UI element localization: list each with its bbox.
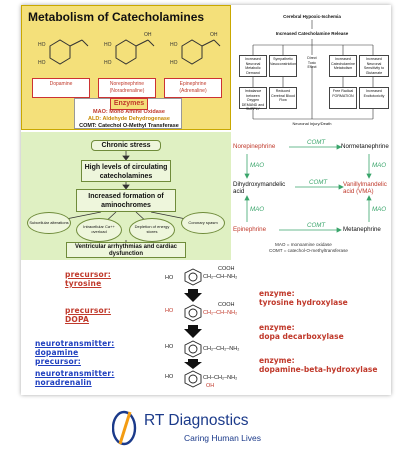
flowchart-connectors xyxy=(252,20,374,120)
pathway-footnote-1: MAO = monoamine oxidase xyxy=(275,242,332,247)
benzene-rings-icon xyxy=(184,268,202,388)
epinephrine-structure-icon: OH HO HO xyxy=(170,32,221,66)
stress-ellipse-1: Subcellular alterations xyxy=(27,212,71,234)
nt-noradrenalin-label: neurotransmitter: xyxy=(35,369,115,378)
enzyme2: dopa decarboxylase xyxy=(259,332,344,341)
nt-dopamine-precursor: precursor: xyxy=(35,357,81,366)
chem4: CH–CH₂–NH₂ xyxy=(203,375,238,381)
hypoxia-row3-1: Sympathetic Vasoconstriction xyxy=(269,55,297,77)
hypoxia-row3-0: Increased Neuronal Metabolic Demand xyxy=(239,55,267,77)
svg-text:HO: HO xyxy=(38,42,46,48)
stress-third: Increased formation of aminochromes xyxy=(76,189,176,212)
pathway-mao-4: MAO xyxy=(372,206,387,213)
stress-ellipse-2: Intracellular Ca++ overload xyxy=(76,218,122,242)
pathway-mao-3: MAO xyxy=(250,206,265,213)
synthesis-panel: precursor: tyrosine precursor: DOPA neur… xyxy=(21,262,391,395)
enzyme-mao: MAO: Mono Amine Oxidase xyxy=(93,109,165,115)
rt-diagnostics-logo-icon xyxy=(112,410,137,446)
chem-ho-2: HO xyxy=(165,308,174,314)
enzyme-ald: ALD: Aldehyde Dehydrogenase xyxy=(87,116,170,122)
chem2: CH₂–CH–NH₂ xyxy=(203,310,238,316)
svg-text:HO: HO xyxy=(170,60,178,66)
metabolism-title: Metabolism of Catecholamines xyxy=(28,10,205,24)
svg-text:HO: HO xyxy=(104,60,112,66)
pathway-footnote-2: COMT = catechol-O-methyltransferase xyxy=(269,248,348,253)
stress-second: High levels of circulating catecholamine… xyxy=(81,160,171,182)
pathway-norepinephrine: Norepinephrine xyxy=(233,143,276,150)
hypoxia-row4-3: Increased Excitotoxicity xyxy=(359,87,389,109)
svg-text:HO: HO xyxy=(170,42,178,48)
catecholamine-pathway: Norepinephrine Normetanephrine COMT MAO … xyxy=(233,132,391,260)
svg-text:HO: HO xyxy=(38,60,46,66)
hypoxia-row4-2: Free Radical FORMATION xyxy=(329,87,357,109)
enzyme3-label: enzyme: xyxy=(259,356,295,365)
stress-bottom: Ventricular arrhythmias and cardiac dysf… xyxy=(66,242,186,258)
chem4-oh: OH xyxy=(206,383,215,389)
chem-ho-3: HO xyxy=(165,344,174,350)
company-tagline: Caring Human Lives xyxy=(184,433,262,443)
stress-top: Chronic stress xyxy=(91,140,161,151)
enzyme3: dopamine-beta-hydroxylase xyxy=(259,365,378,374)
svg-text:OH: OH xyxy=(144,32,152,38)
precursor-tyrosine-label: precursor: xyxy=(65,270,111,279)
pathway-arrows xyxy=(244,144,372,233)
norepinephrine-structure-icon: OH HO HO xyxy=(104,32,155,66)
pathway-comt-2: COMT xyxy=(309,179,328,186)
nt-dopamine-label: neurotransmitter: xyxy=(35,339,115,348)
hypoxia-second: Increased Catecholamine Release xyxy=(275,31,349,36)
dopamine-structure-icon: HO HO xyxy=(38,39,89,66)
nt-dopamine: dopamine xyxy=(35,348,79,357)
pathway-comt-1: COMT xyxy=(307,139,326,146)
enzyme1-label: enzyme: xyxy=(259,289,295,298)
chronic-stress-panel: Chronic stress High levels of circulatin… xyxy=(21,132,231,260)
pathway-mao-1: MAO xyxy=(250,162,265,169)
hypoxia-top: Cerebral Hypoxic-Ischemia xyxy=(283,14,341,19)
epinephrine-label: Epinephrine(Adrenaline) xyxy=(164,78,222,98)
dopamine-label: Dopamine xyxy=(32,78,90,98)
norepinephrine-label: Norepinephrine(Noradrenaline) xyxy=(98,78,156,98)
chem1-cooh: COOH xyxy=(218,266,235,272)
stress-ellipse-4: Coronary spasm xyxy=(181,212,225,234)
svg-text:HO: HO xyxy=(104,42,112,48)
stress-ellipse-3: Depletion of energy stores xyxy=(129,218,175,242)
hypoxia-row3-3: Increased Catecholamine Metabolism xyxy=(329,55,357,77)
enzymes-header: Enzymes xyxy=(110,98,148,110)
enzyme-comt: COMT: Catechol O-Methyl Transferase xyxy=(79,123,179,129)
enzymes-box: Enzymes MAO: Mono Amine Oxidase ALD: Ald… xyxy=(74,98,182,129)
enzyme2-label: enzyme: xyxy=(259,323,295,332)
chem3: CH₂–CH₂–NH₂ xyxy=(203,346,240,352)
precursor-dopa: DOPA xyxy=(65,315,90,324)
chem2-cooh: COOH xyxy=(218,302,235,308)
pathway-normetanephrine: Normetanephrine xyxy=(341,143,389,150)
hypoxia-bottom: Neuronal Injury/Death xyxy=(292,121,332,126)
pathway-comt-3: COMT xyxy=(307,222,326,229)
company-name: RT Diagnostics xyxy=(144,412,249,429)
chem1: CH₂–CH–NH₂ xyxy=(203,274,238,280)
pathway-epinephrine: Epinephrine xyxy=(233,226,267,233)
hypoxia-row3-4: Increased Neuronal Sensitivity to Glutam… xyxy=(359,55,389,77)
hypoxia-flowchart: Cerebral Hypoxic-Ischemia Increased Cate… xyxy=(233,5,391,130)
hypoxia-row4-1: Reduced Cerebral Blood Flow xyxy=(269,87,297,109)
precursor-dopa-label: precursor: xyxy=(65,306,111,315)
hypoxia-row4-0: Imbalance between Oxygen DEMAND and SUPP… xyxy=(239,87,267,111)
chem-ho-4: HO xyxy=(165,374,174,380)
enzyme1: tyrosine hydroxylase xyxy=(259,298,348,307)
pathway-mao-2: MAO xyxy=(372,162,387,169)
svg-text:OH: OH xyxy=(210,32,218,38)
pathway-metanephrine: Metanephrine xyxy=(343,226,381,233)
precursor-tyrosine: tyrosine xyxy=(65,279,102,288)
nt-noradrenalin: noradrenalin xyxy=(35,378,92,387)
hypoxia-row3-2: Direct Toxic Effect xyxy=(303,55,321,69)
chem-ho-1: HO xyxy=(165,275,174,281)
